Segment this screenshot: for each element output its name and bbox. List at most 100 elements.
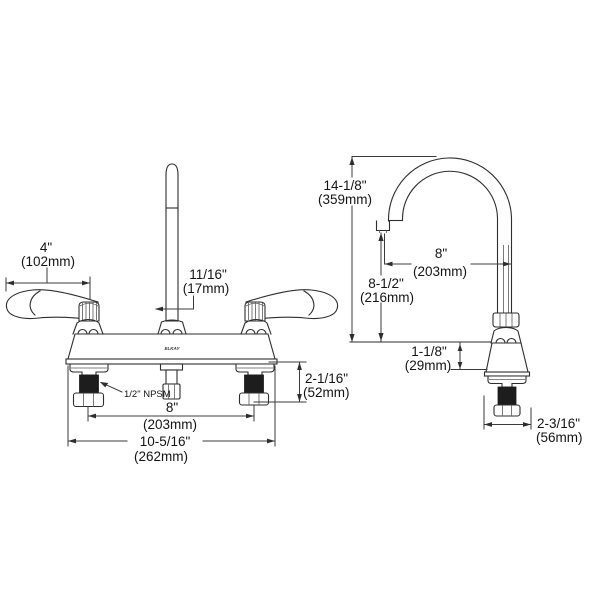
dim-text-in: 8" bbox=[435, 246, 448, 261]
handle-left-knurl-hatch bbox=[82, 302, 97, 321]
arrowhead bbox=[349, 157, 355, 165]
shank-right-thread bbox=[244, 374, 264, 394]
shank-side-nut bbox=[493, 404, 521, 417]
body-rim bbox=[483, 371, 531, 377]
coupling-nut-facets bbox=[499, 313, 513, 327]
shank-left-flange bbox=[69, 363, 109, 376]
handle-left-bonnet-arc bbox=[77, 328, 88, 335]
handle-left-blade-fold bbox=[29, 290, 41, 316]
arrowhead bbox=[6, 280, 14, 286]
dim-text-mm: (52mm) bbox=[303, 385, 350, 400]
handle-right-bonnet-arc bbox=[245, 328, 256, 335]
dim-text-mm: (17mm) bbox=[183, 281, 230, 296]
shank-left bbox=[69, 363, 109, 408]
dim-text-in: 4" bbox=[40, 240, 53, 255]
dim-handle-length: 4" (102mm) bbox=[5, 240, 91, 300]
dim-body-depth: 2-3/16" (56mm) bbox=[483, 395, 583, 445]
dim-text-in: 8" bbox=[166, 400, 179, 415]
arrowhead bbox=[523, 422, 531, 427]
shank-side-thread bbox=[497, 386, 517, 406]
tailpiece-nut-facets bbox=[168, 384, 175, 399]
shank-right-nut bbox=[238, 392, 270, 406]
handle-left-bonnet bbox=[72, 318, 104, 335]
tailpiece-neck bbox=[165, 369, 178, 385]
front-view: ELKAY bbox=[5, 163, 350, 464]
shank-right bbox=[235, 363, 275, 406]
dim-text-in: 11/16" bbox=[189, 267, 227, 282]
arrowhead bbox=[68, 438, 76, 444]
dim-overall-height: 14-1/8" (359mm) bbox=[318, 156, 437, 343]
arrowhead bbox=[246, 413, 254, 419]
handle-right-bonnet-arc bbox=[256, 328, 267, 335]
handle-left-knurl bbox=[78, 301, 100, 322]
arrowhead bbox=[82, 280, 90, 286]
handle-right-bonnet bbox=[240, 318, 272, 335]
spout-outlet bbox=[375, 220, 391, 232]
handle-left-blade bbox=[5, 289, 99, 321]
shank-right-flange bbox=[235, 363, 275, 376]
handle-right-blade bbox=[245, 289, 339, 321]
aerator-ticks bbox=[379, 230, 387, 233]
arrowhead bbox=[378, 333, 384, 341]
handle-left-bonnet-arc bbox=[88, 328, 99, 335]
dim-text-in: 14-1/8" bbox=[323, 178, 366, 193]
handle-right-knurl bbox=[244, 301, 266, 322]
shank-left-thread bbox=[79, 374, 99, 394]
arrowhead bbox=[297, 362, 302, 370]
body-bonnet-arc bbox=[506, 337, 517, 344]
dim-text-mm: (56mm) bbox=[536, 430, 583, 445]
dim-below-deck: 2-1/16" (52mm) bbox=[253, 361, 350, 403]
dim-text-in: 2-1/16" bbox=[305, 371, 348, 386]
arrowhead bbox=[503, 261, 511, 267]
arrowhead bbox=[88, 413, 96, 419]
arrowhead bbox=[457, 362, 463, 369]
thread-label: 1/2" NPSM bbox=[124, 389, 171, 400]
shank-left-nut-facets bbox=[83, 393, 94, 407]
label-shank-thread: 1/2" NPSM bbox=[100, 381, 171, 400]
shank-left-nut bbox=[72, 392, 105, 408]
spout-base bbox=[157, 319, 187, 335]
handle-left bbox=[5, 289, 104, 335]
body-bonnet-arc bbox=[495, 337, 506, 344]
dim-overall-width: 10-5/16" (262mm) bbox=[67, 365, 276, 464]
dim-text-in: 2-3/16" bbox=[537, 416, 580, 431]
dim-text-in: 1-1/8" bbox=[411, 344, 447, 359]
arrowhead bbox=[349, 334, 355, 342]
arrowhead bbox=[384, 261, 393, 267]
dim-deck-thickness: 1-1/8" (29mm) bbox=[405, 342, 488, 373]
tailpiece-nut bbox=[162, 383, 181, 400]
brand-logo: ELKAY bbox=[165, 346, 181, 351]
side-view: 14-1/8" (359mm) 8" (203mm) 8-1/2" (216mm… bbox=[318, 156, 583, 445]
body-bonnet bbox=[490, 326, 522, 344]
dim-text-mm: (29mm) bbox=[405, 358, 452, 373]
shank-side bbox=[487, 375, 527, 417]
arrowhead bbox=[100, 382, 109, 388]
dim-spout-diameter: 11/16" (17mm) bbox=[155, 267, 230, 312]
arrowhead bbox=[484, 422, 492, 427]
dim-text-mm: (216mm) bbox=[360, 290, 414, 305]
handle-right bbox=[240, 289, 339, 335]
spout-outer-wall bbox=[387, 157, 513, 314]
arrowhead bbox=[155, 306, 163, 312]
handle-right-knurl-hatch bbox=[248, 302, 263, 321]
arrowhead bbox=[297, 394, 302, 402]
shank-right-nut-facets bbox=[248, 393, 260, 405]
dim-spout-reach: 8" (203mm) bbox=[384, 233, 512, 279]
tailpiece-flange bbox=[159, 363, 184, 371]
arrowhead bbox=[267, 438, 275, 444]
spout-pipe bbox=[165, 163, 179, 322]
handle-right-blade-fold bbox=[303, 290, 315, 316]
dim-text-mm: (203mm) bbox=[143, 417, 197, 432]
tailpiece-center bbox=[159, 363, 184, 400]
deck-rim bbox=[65, 358, 278, 365]
arrowhead bbox=[457, 344, 463, 351]
leader-line bbox=[155, 295, 194, 310]
dim-faucet-centers: 8" (203mm) bbox=[87, 400, 255, 432]
body-side bbox=[485, 342, 529, 373]
spout-base-arc bbox=[172, 328, 183, 335]
shank-side-nut-facets bbox=[502, 405, 512, 416]
dim-text-mm: (262mm) bbox=[134, 449, 188, 464]
dim-text-mm: (102mm) bbox=[21, 254, 75, 269]
dim-text-mm: (359mm) bbox=[318, 192, 372, 207]
